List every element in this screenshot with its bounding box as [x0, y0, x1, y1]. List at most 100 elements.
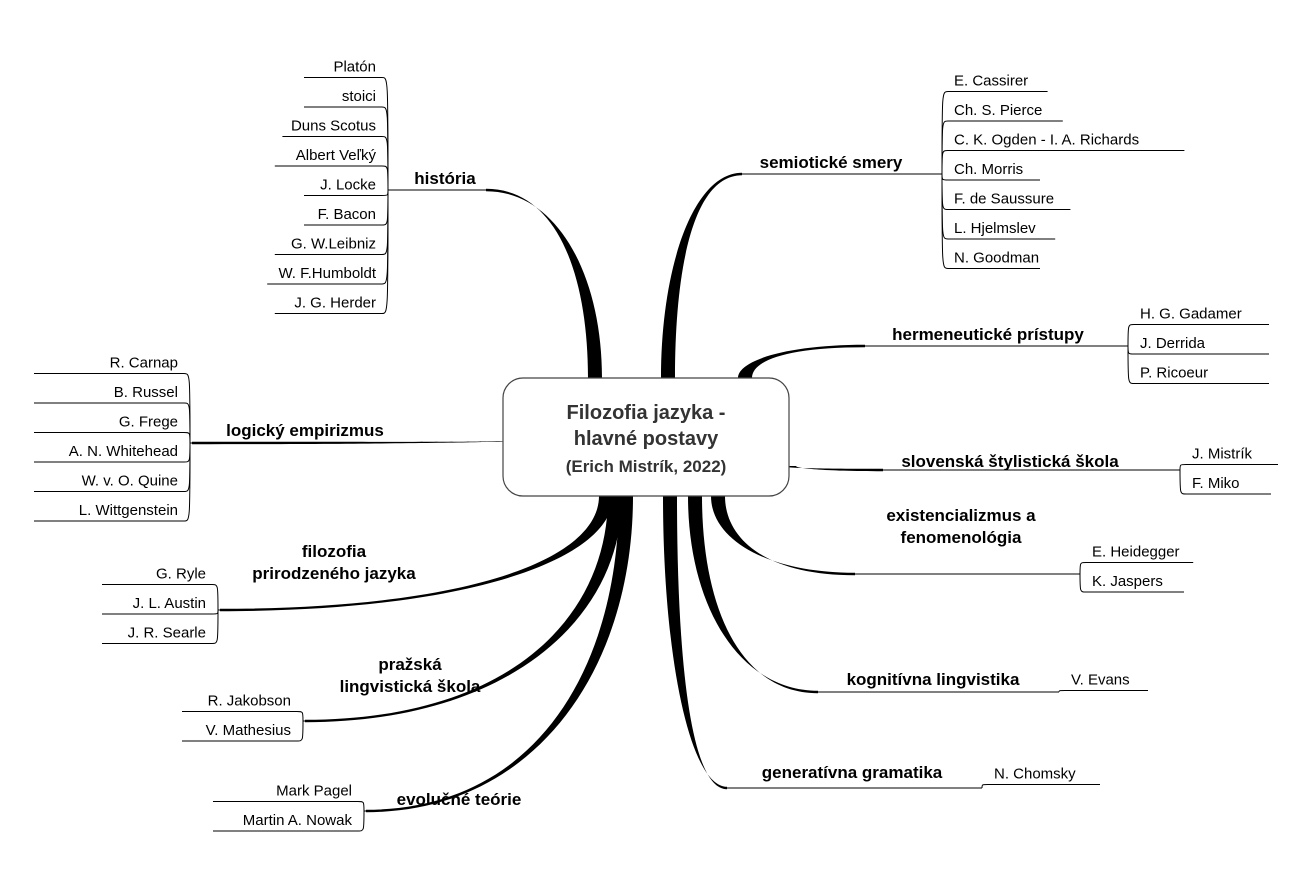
subtopic-evolucne-teorie-1[interactable]: Martin A. Nowak: [213, 812, 358, 832]
topic-kognitivna-lingvistika[interactable]: kognitívna lingvistika: [847, 670, 1020, 689]
subtopic-logicky-empirizmus-1[interactable]: B. Russel: [34, 384, 184, 404]
subtopic-slovenska-stylisticka-skola-0[interactable]: J. Mistrík: [1186, 446, 1278, 465]
topic-generativna-gramatika[interactable]: generatívna gramatika: [762, 763, 943, 782]
central-title-line-2: hlavné postavy: [574, 428, 719, 450]
subtopic-label: G. Frege: [119, 414, 178, 431]
subtopic-filozofia-prirodzeneho-jazyka-0[interactable]: G. Ryle: [102, 566, 212, 585]
subtopic-semioticke-smery-4[interactable]: F. de Saussure: [948, 191, 1071, 210]
subtopic-logicky-empirizmus-4[interactable]: W. v. O. Quine: [34, 473, 184, 492]
subtopic-semioticke-smery-0[interactable]: E. Cassirer: [948, 73, 1048, 92]
subtopic-connector: [381, 136, 389, 191]
subtopic-connector: [1079, 573, 1087, 593]
central-subtitle: (Erich Mistrík, 2022): [566, 457, 727, 476]
topic-label-hermeneuticke-pristupy: hermeneutické prístupy: [892, 325, 1084, 344]
subtopic-connectors: [183, 77, 1187, 832]
subtopic-kognitivna-lingvistika-0[interactable]: V. Evans: [1065, 672, 1148, 691]
subtopic-semioticke-smery-1[interactable]: Ch. S. Pierce: [948, 102, 1063, 122]
topic-hermeneuticke-pristupy[interactable]: hermeneutické prístupy: [892, 325, 1084, 344]
topic-label-filozofia-prirodzeneho-jazyka: filozofia: [302, 542, 367, 561]
subtopic-historia-6[interactable]: G. W.Leibniz: [274, 236, 382, 255]
subtopic-evolucne-teorie-0[interactable]: Mark Pagel: [213, 783, 358, 802]
subtopic-label: W. F.Humboldt: [278, 265, 376, 282]
topic-label-historia: história: [414, 169, 476, 188]
subtopic-generativna-gramatika-0[interactable]: N. Chomsky: [988, 766, 1100, 785]
branch-kognitivna-lingvistika: [688, 496, 818, 694]
topic-logicky-empirizmus[interactable]: logický empirizmus: [226, 421, 384, 440]
subtopic-logicky-empirizmus-5[interactable]: L. Wittgenstein: [34, 502, 184, 522]
subtopic-label: Platón: [333, 59, 376, 76]
subtopic-label: Ch. Morris: [954, 161, 1023, 178]
subtopic-historia-7[interactable]: W. F.Humboldt: [267, 265, 382, 285]
subtopic-historia-8[interactable]: J. G. Herder: [274, 295, 382, 314]
subtopic-connector: [211, 609, 219, 644]
topic-label-generativna-gramatika: generatívna gramatika: [762, 763, 943, 782]
subtopic-label: J. Derrida: [1140, 335, 1206, 352]
subtopic-semioticke-smery-3[interactable]: Ch. Morris: [948, 161, 1040, 181]
branch-historia: [486, 188, 602, 378]
subtopic-semioticke-smery-6[interactable]: N. Goodman: [948, 250, 1040, 269]
subtopic-label: stoici: [342, 88, 376, 105]
subtopic-connector: [296, 720, 304, 742]
topic-label-logicky-empirizmus: logický empirizmus: [226, 421, 384, 440]
subtopic-logicky-empirizmus-3[interactable]: A. N. Whitehead: [34, 443, 184, 463]
subtopic-label: V. Mathesius: [206, 722, 291, 739]
subtopic-semioticke-smery-2[interactable]: C. K. Ogden - I. A. Richards: [948, 132, 1185, 151]
subtopic-historia-1[interactable]: stoici: [304, 88, 382, 108]
subtopic-label: H. G. Gadamer: [1140, 306, 1242, 323]
subtopic-label: E. Cassirer: [954, 73, 1028, 90]
subtopic-label: N. Goodman: [954, 250, 1039, 267]
central-title-line-1: Filozofia jazyka -: [567, 402, 726, 424]
subtopic-hermeneuticke-pristupy-0[interactable]: H. G. Gadamer: [1134, 306, 1269, 325]
subtopic-label: Duns Scotus: [291, 118, 376, 135]
subtopic-historia-5[interactable]: F. Bacon: [304, 206, 382, 226]
branch-slovenska-stylisticka-skola: [782, 466, 883, 472]
subtopic-label: C. K. Ogden - I. A. Richards: [954, 132, 1139, 149]
subtopic-semioticke-smery-5[interactable]: L. Hjelmslev: [948, 220, 1056, 240]
subtopic-label: F. Miko: [1192, 475, 1240, 492]
subtopic-label: Albert Veľký: [296, 147, 377, 164]
subtopic-connector: [183, 402, 191, 444]
topic-label-evolucne-teorie: evolučné teórie: [397, 790, 522, 809]
subtopic-prazska-lingvisticka-skola-1[interactable]: V. Mathesius: [182, 722, 297, 742]
subtopic-label: J. Mistrík: [1192, 446, 1252, 463]
subtopic-historia-4[interactable]: J. Locke: [304, 177, 382, 196]
subtopic-existencializmus-a-fenomenologia-0[interactable]: E. Heidegger: [1086, 544, 1194, 563]
branch-generativna-gramatika: [663, 496, 727, 790]
central-topic-box[interactable]: [502, 377, 790, 497]
subtopic-label: L. Wittgenstein: [79, 502, 178, 519]
topic-evolucne-teorie[interactable]: evolučné teórie: [397, 790, 522, 809]
subtopic-filozofia-prirodzeneho-jazyka-2[interactable]: J. R. Searle: [102, 625, 212, 644]
subtopic-label: Mark Pagel: [276, 783, 352, 800]
subtopic-connector: [1127, 324, 1135, 347]
subtopic-label: K. Jaspers: [1092, 573, 1163, 590]
subtopic-connector: [183, 442, 191, 492]
subtopic-historia-2[interactable]: Duns Scotus: [282, 118, 382, 137]
subtopic-slovenska-stylisticka-skola-1[interactable]: F. Miko: [1186, 475, 1271, 495]
subtopic-label: E. Heidegger: [1092, 544, 1180, 561]
subtopic-filozofia-prirodzeneho-jazyka-1[interactable]: J. L. Austin: [102, 595, 212, 615]
topic-historia[interactable]: história: [414, 169, 476, 188]
subtopic-historia-0[interactable]: Platón: [304, 59, 382, 78]
subtopic-connector: [357, 810, 365, 832]
subtopic-label: L. Hjelmslev: [954, 220, 1036, 237]
subtopic-label: P. Ricoeur: [1140, 365, 1208, 382]
topic-slovenska-stylisticka-skola[interactable]: slovenská štylistická škola: [901, 452, 1119, 471]
subtopic-historia-3[interactable]: Albert Veľký: [274, 147, 382, 167]
subtopic-label: J. R. Searle: [128, 625, 206, 642]
subtopic-logicky-empirizmus-0[interactable]: R. Carnap: [34, 355, 184, 374]
subtopic-connector: [1179, 464, 1187, 471]
subtopic-connector: [381, 189, 389, 196]
topic-semioticke-smery[interactable]: semiotické smery: [760, 153, 903, 172]
subtopic-existencializmus-a-fenomenologia-1[interactable]: K. Jaspers: [1086, 573, 1184, 593]
subtopic-label: N. Chomsky: [994, 766, 1076, 783]
subtopic-hermeneuticke-pristupy-2[interactable]: P. Ricoeur: [1134, 365, 1269, 384]
subtopic-logicky-empirizmus-2[interactable]: G. Frege: [34, 414, 184, 433]
subtopic-prazska-lingvisticka-skola-0[interactable]: R. Jakobson: [182, 693, 297, 712]
central-topic[interactable]: Filozofia jazyka - hlavné postavy (Erich…: [502, 377, 790, 497]
subtopic-hermeneuticke-pristupy-1[interactable]: J. Derrida: [1134, 335, 1269, 355]
subtopic-connector: [296, 711, 304, 722]
